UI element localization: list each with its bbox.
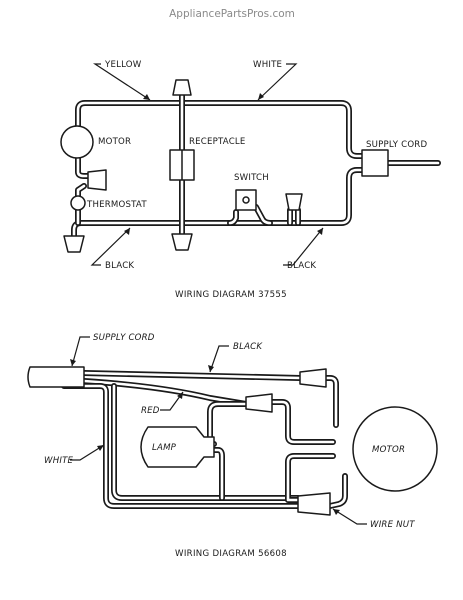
wire-nut-black (299, 368, 327, 388)
diagram2-components (27, 366, 438, 516)
wire-nut-switch (285, 193, 303, 211)
wire-nut-top (172, 79, 192, 96)
wiring-diagram-56608: SUPPLY CORD BLACK RED LAMP WHITE MOTOR W… (27, 333, 438, 559)
label-supply-cord: SUPPLY CORD (366, 140, 427, 150)
label-supply-cord-2: SUPPLY CORD (93, 333, 155, 343)
diagram2-wires (61, 370, 348, 509)
diagram1-labels: YELLOW WHITE MOTOR RECEPTACLE SUPPLY COR… (86, 60, 427, 271)
label-white-2: WHITE (44, 456, 74, 466)
caption-diagram-56608: WIRING DIAGRAM 56608 (175, 549, 287, 559)
label-black-left: BLACK (105, 261, 134, 271)
thermostat-symbol (70, 195, 86, 211)
label-black-right: BLACK (287, 261, 316, 271)
label-wire-nut: WIRE NUT (370, 520, 415, 530)
wire-nut-thermostat (87, 169, 107, 191)
switch-symbol (235, 189, 257, 211)
motor-symbol-2 (352, 406, 438, 492)
wiring-diagram-37555: YELLOW WHITE MOTOR RECEPTACLE SUPPLY COR… (60, 60, 441, 300)
diagram2-leader-lines (70, 336, 367, 525)
supply-cord-plug-2 (27, 366, 85, 388)
label-receptacle: RECEPTACLE (189, 137, 246, 147)
label-red: RED (141, 406, 160, 416)
diagram1-leader-lines (90, 63, 324, 266)
lamp-symbol (140, 426, 215, 468)
label-lamp: LAMP (152, 443, 177, 453)
wire-nut-bottom (297, 492, 331, 516)
label-white-top: WHITE (253, 60, 282, 70)
label-motor-2: MOTOR (372, 445, 405, 455)
supply-cord-plug (361, 149, 389, 177)
wire-nut-bottom-center (171, 233, 193, 251)
wire-nut-red (245, 393, 273, 413)
label-yellow: YELLOW (104, 60, 142, 70)
wire-nut-bottom-left (63, 235, 85, 253)
diagram2-labels: SUPPLY CORD BLACK RED LAMP WHITE MOTOR W… (44, 333, 415, 530)
label-switch: SWITCH (234, 173, 269, 183)
label-motor: MOTOR (98, 137, 131, 147)
diagram1-components (60, 79, 389, 253)
motor-symbol (60, 125, 94, 159)
watermark: AppliancePartsPros.com (169, 8, 295, 20)
label-thermostat: THERMOSTAT (86, 200, 147, 210)
caption-diagram-37555: WIRING DIAGRAM 37555 (175, 290, 287, 300)
label-black-2: BLACK (233, 342, 263, 352)
